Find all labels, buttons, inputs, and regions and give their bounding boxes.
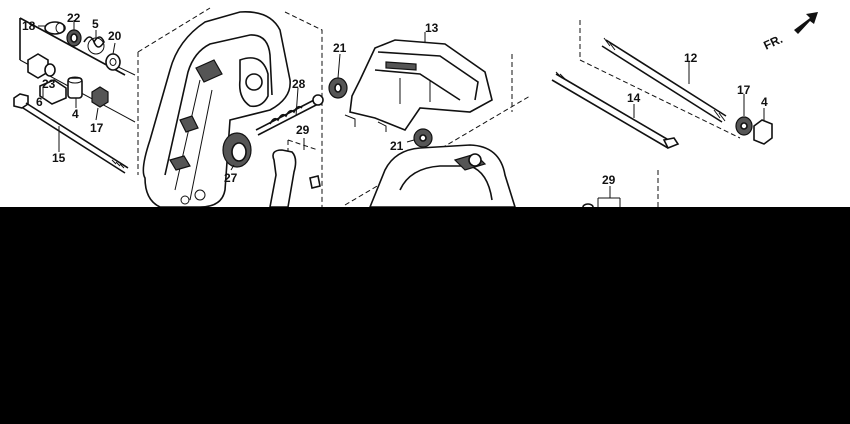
washer-22: [66, 29, 82, 47]
bolt-15: [13, 93, 129, 174]
leader-lines: [42, 20, 765, 198]
lever-29a: [269, 139, 321, 207]
washer-21b: [413, 128, 433, 148]
callout-23: 23: [42, 77, 56, 91]
stern-bracket-left: [137, 7, 323, 207]
callout-21-bottom: 21: [390, 139, 404, 153]
washer-20: [105, 53, 121, 71]
blank-area: [0, 207, 850, 424]
callout-4-right: 4: [761, 95, 768, 109]
collar-4b: [753, 119, 773, 145]
exploded-view-svg: 18 22 5 20 23 6 4 17 15 27 28 29 21 21 1…: [13, 7, 818, 207]
front-direction-arrow: [794, 12, 818, 34]
callout-13: 13: [425, 21, 439, 35]
parts-diagram: 18 22 5 20 23 6 4 17 15 27 28 29 21 21 1…: [0, 0, 850, 207]
callout-29-right: 29: [602, 173, 616, 187]
bushing-27: [222, 132, 252, 168]
pin-29b: [582, 170, 659, 207]
callout-6: 6: [36, 95, 43, 109]
collar-4a: [67, 76, 83, 99]
callout-29-left: 29: [296, 123, 310, 137]
spring-5: [83, 36, 105, 55]
left-hardware-group: [13, 17, 136, 174]
callout-4-left: 4: [72, 107, 79, 121]
callout-27: 27: [224, 171, 238, 185]
callout-15: 15: [52, 151, 66, 165]
callout-5: 5: [92, 17, 99, 31]
callout-18: 18: [22, 19, 36, 33]
callout-21-top: 21: [333, 41, 347, 55]
nut-18: [44, 21, 66, 35]
washer-21a: [328, 77, 348, 99]
callout-22: 22: [67, 11, 81, 25]
nut-17a: [91, 86, 109, 108]
swivel-case-13: [344, 32, 493, 132]
stern-bracket-right: [344, 54, 531, 207]
nut-17b: [735, 116, 753, 136]
callout-17-right: 17: [737, 83, 751, 97]
callout-12: 12: [684, 51, 698, 65]
callout-14: 14: [627, 91, 641, 105]
orientation-label: FR.: [761, 32, 784, 53]
bushing-23: [27, 53, 67, 105]
shaft-14: [551, 71, 680, 150]
tilt-rod-12: [579, 20, 741, 139]
callout-17-left: 17: [90, 121, 104, 135]
callout-20: 20: [108, 29, 122, 43]
callout-28: 28: [292, 77, 306, 91]
